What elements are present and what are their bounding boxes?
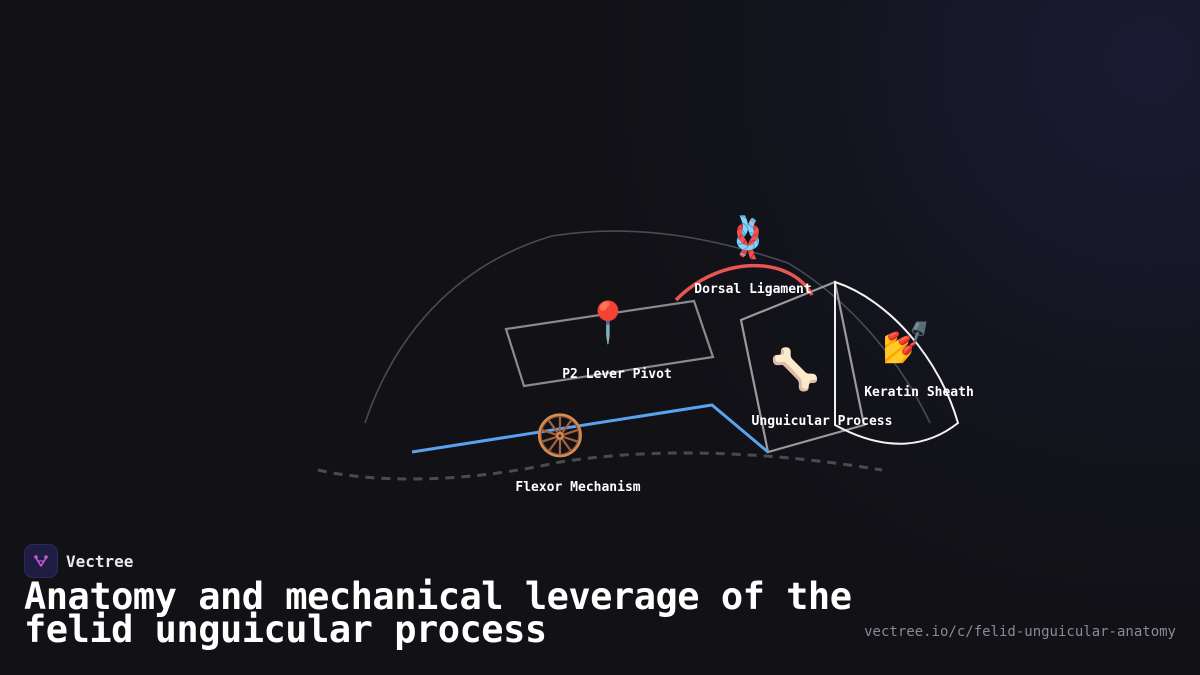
keratin-sheath-shape (834, 280, 960, 445)
label-flexor-mechanism: Flexor Mechanism (515, 480, 640, 495)
flexor-tendon-line (411, 403, 769, 454)
vectree-logo-icon (24, 544, 58, 578)
label-dorsal-ligament: Dorsal Ligament (694, 282, 811, 297)
label-keratin-sheath: Keratin Sheath (864, 385, 974, 400)
page-url[interactable]: vectree.io/c/felid-unguicular-anatomy (864, 624, 1176, 640)
bone-icon: 🦴 (770, 345, 820, 393)
page-title: Anatomy and mechanical leverage of the f… (24, 575, 852, 651)
label-p2-lever-pivot: P2 Lever Pivot (562, 367, 672, 382)
nail-polish-icon: 💅 (881, 320, 931, 366)
knot-icon: 🪢 (723, 214, 773, 261)
label-unguicular-process: Unguicular Process (752, 414, 893, 429)
wheel-icon: 🛞 (535, 412, 585, 459)
brand[interactable]: Vectree (24, 544, 133, 578)
unguicular-process-shape (739, 280, 866, 454)
brand-name: Vectree (66, 551, 134, 571)
pin-icon: 📍 (583, 299, 633, 346)
dorsal-ligament-arc (674, 263, 814, 302)
ground-line (317, 451, 883, 481)
paw-outline (364, 230, 931, 424)
p2-lever-shape (504, 299, 715, 388)
